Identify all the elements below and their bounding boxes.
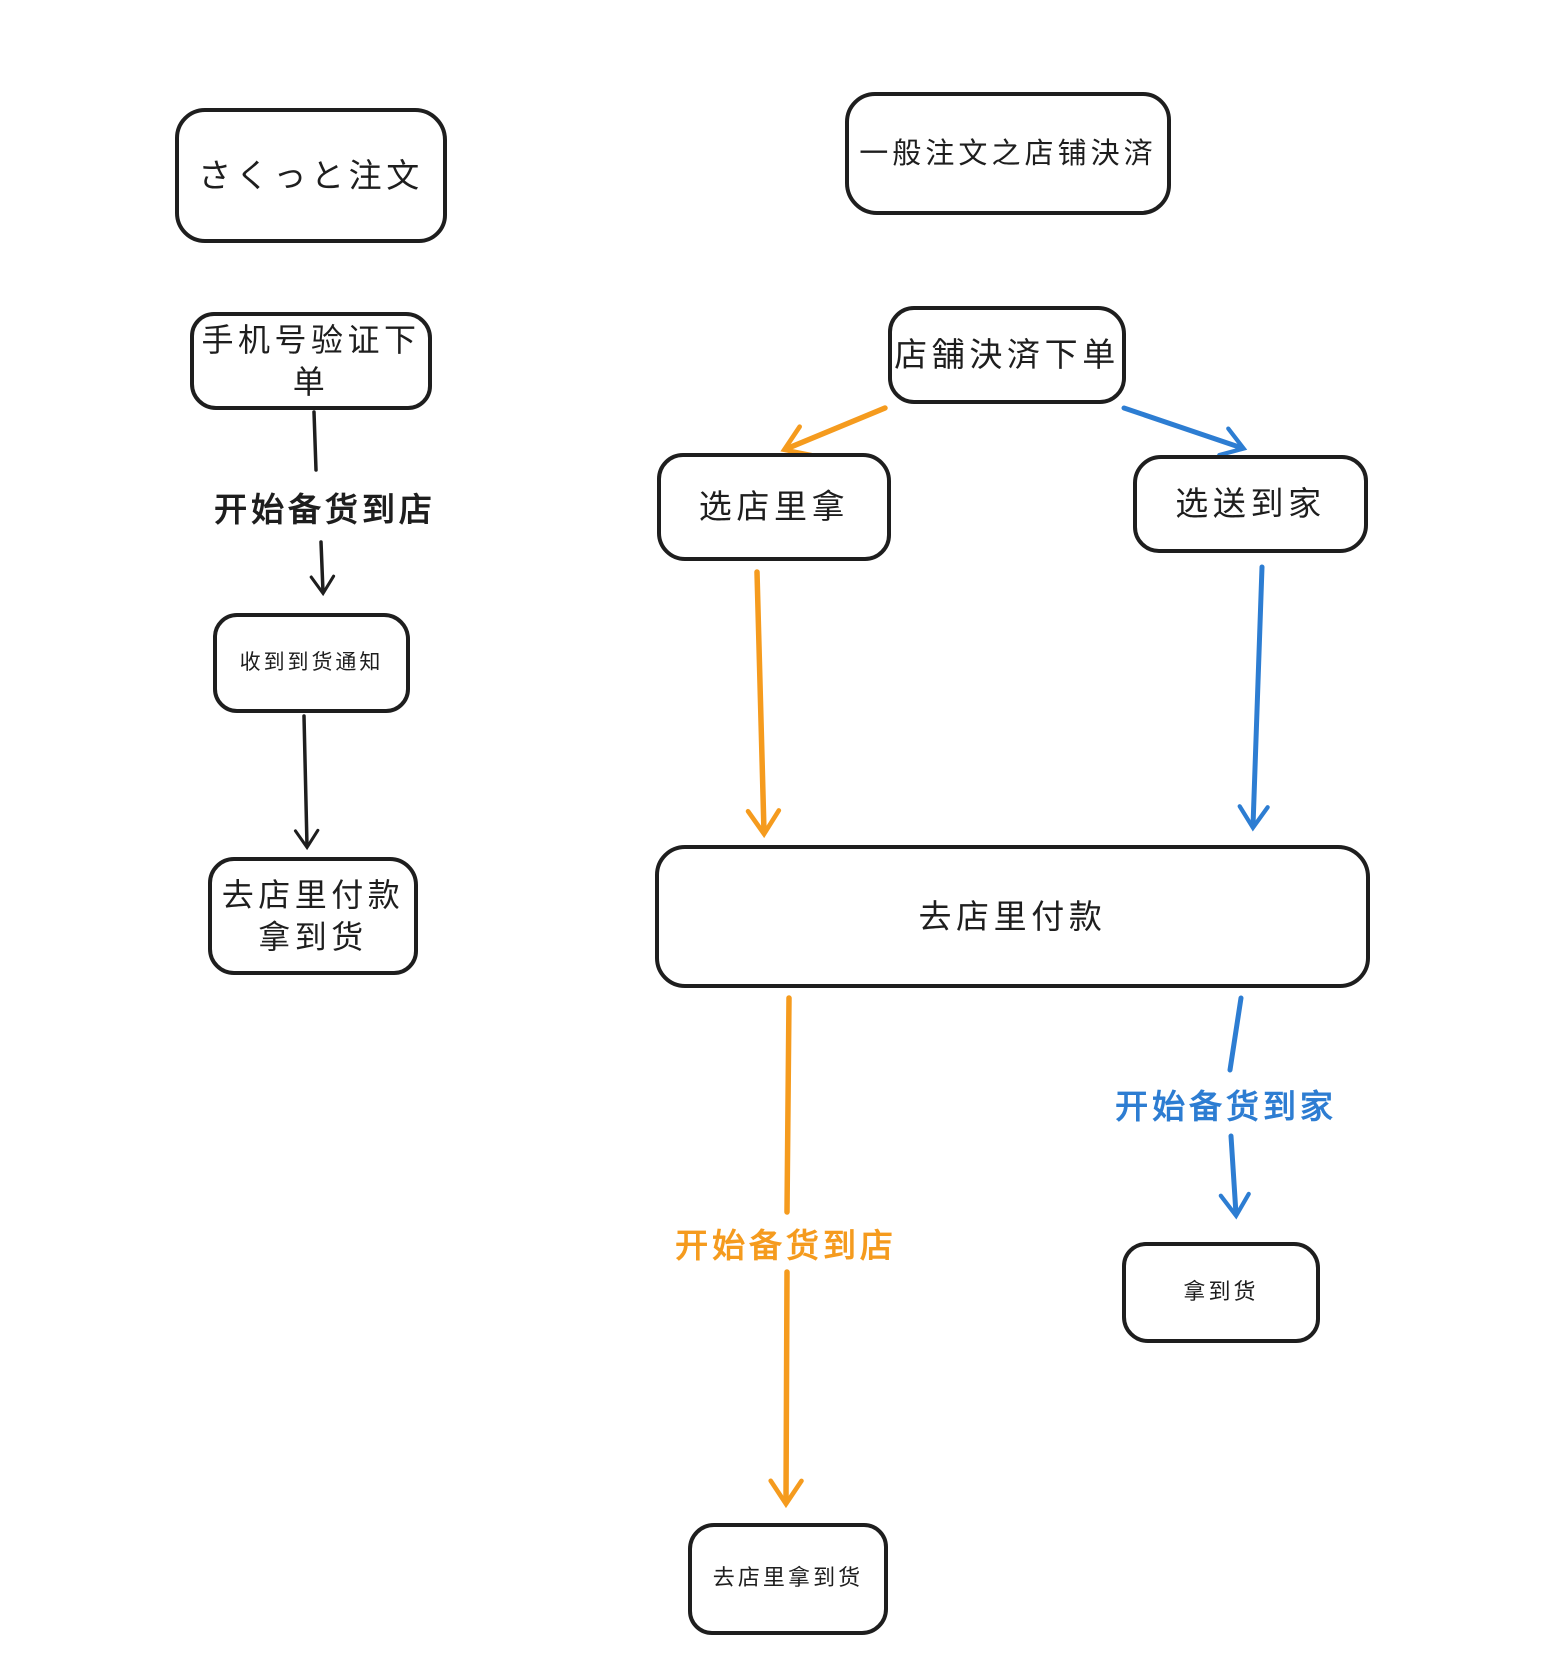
node-label: 去店里拿到货: [712, 1566, 864, 1592]
node-label: 选送到家: [1175, 484, 1326, 524]
node-quick-order-title[interactable]: さくっと注文: [175, 108, 447, 243]
edge-label-prepare-to-store-right: 开始备货到店: [675, 1226, 897, 1265]
node-label: 手机号验证下单: [201, 320, 421, 401]
arrow-checkout-to-pickup: [780, 405, 888, 458]
arrow-notice-to-pay: [293, 714, 320, 851]
node-phone-verify-order[interactable]: 手机号验证下单: [190, 312, 432, 410]
node-receive-goods[interactable]: 拿到货: [1122, 1242, 1320, 1343]
node-label: 选店里拿: [698, 487, 850, 527]
node-pay-at-store-wide[interactable]: 去店里付款: [655, 845, 1370, 988]
arrow-delivery-to-pay: [1237, 564, 1270, 832]
node-choose-delivery[interactable]: 选送到家: [1133, 455, 1368, 553]
node-label: 拿到货: [1183, 1279, 1259, 1305]
arrow-label-to-notice: [309, 540, 336, 597]
node-pay-and-get-goods[interactable]: 去店里付款 拿到货: [208, 857, 418, 975]
node-store-checkout-order[interactable]: 店舗決済下单: [888, 306, 1126, 404]
edge-label-prepare-to-home: 开始备货到家: [1115, 1087, 1337, 1126]
node-label-line1: 去店里付款: [221, 875, 405, 914]
edge-label-prepare-to-store-left: 开始备货到店: [214, 490, 436, 529]
node-label: 收到到货通知: [239, 650, 384, 675]
node-label-line2: 拿到货: [258, 918, 368, 956]
node-arrival-notice[interactable]: 收到到货通知: [213, 613, 410, 713]
arrow-blue-label-to-receive: [1218, 1133, 1251, 1220]
node-label: さくっと注文: [198, 155, 424, 195]
node-choose-pickup[interactable]: 选店里拿: [657, 453, 891, 561]
arrow-phone-to-label: [312, 410, 318, 472]
node-general-order-title[interactable]: 一般注文之店铺決済: [845, 92, 1171, 215]
arrow-pay-to-blue-label: [1227, 995, 1244, 1073]
arrow-checkout-to-delivery: [1121, 405, 1248, 458]
node-pickup-goods-at-store[interactable]: 去店里拿到货: [688, 1523, 888, 1635]
arrow-orange-label-to-pickup-goods: [768, 1269, 804, 1509]
arrow-pay-to-orange-label: [784, 995, 792, 1215]
arrow-pickup-to-pay: [745, 569, 782, 839]
node-label: 去店里付款: [918, 896, 1107, 936]
node-label: 一般注文之店铺決済: [859, 136, 1157, 171]
node-label: 店舗決済下单: [894, 335, 1120, 375]
